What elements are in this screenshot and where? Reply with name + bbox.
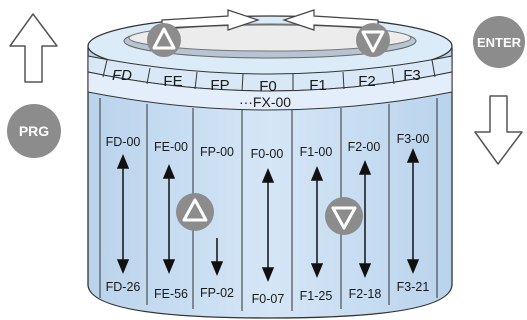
down-button-column[interactable] bbox=[325, 197, 363, 235]
column-bottom-label: F0-07 bbox=[252, 292, 285, 306]
column-top-label: FD-00 bbox=[106, 135, 141, 149]
up-arrow-icon bbox=[9, 13, 58, 83]
triangle-down-icon bbox=[361, 30, 385, 53]
group-label-f0: F0 bbox=[259, 78, 277, 95]
column-bottom-label: FD-26 bbox=[106, 280, 141, 294]
column-top-label: FP-00 bbox=[200, 145, 234, 159]
enter-key[interactable]: ENTER bbox=[473, 16, 525, 68]
column-bottom-label: F2-18 bbox=[349, 287, 382, 301]
group-label-fd: FD bbox=[112, 67, 132, 84]
column-arrows bbox=[116, 148, 420, 282]
group-label-f1: F1 bbox=[309, 77, 327, 94]
down-button-top[interactable] bbox=[356, 23, 390, 57]
group-label-fp: FP bbox=[210, 77, 229, 94]
column-top-label: F1-00 bbox=[300, 145, 333, 159]
prg-key[interactable]: PRG bbox=[7, 104, 61, 158]
column-bottom-label: FP-02 bbox=[200, 286, 234, 300]
drum-body bbox=[87, 47, 453, 319]
prg-key-label: PRG bbox=[19, 123, 49, 139]
column-top-label: F3-00 bbox=[397, 132, 430, 146]
group-label-fe: FE bbox=[163, 73, 182, 90]
column-top-label: F2-00 bbox=[348, 140, 381, 154]
down-arrow-icon bbox=[474, 95, 523, 165]
column-top-label: F0-00 bbox=[251, 147, 284, 161]
triangle-up-icon bbox=[152, 27, 176, 50]
up-button-top[interactable] bbox=[147, 23, 181, 57]
column-dividers bbox=[99, 59, 438, 311]
column-bottom-label: FE-56 bbox=[154, 287, 188, 301]
group-label-f3: F3 bbox=[403, 67, 421, 84]
triangle-down-icon bbox=[331, 206, 357, 230]
group-label-f2: F2 bbox=[358, 73, 376, 90]
column-bottom-label: F1-25 bbox=[300, 289, 333, 303]
subheader-band bbox=[87, 71, 453, 111]
subheader-label: ···FX-00 bbox=[239, 94, 291, 110]
triangle-up-icon bbox=[182, 198, 208, 222]
up-button-column[interactable] bbox=[176, 193, 214, 231]
enter-key-label: ENTER bbox=[477, 35, 522, 50]
column-top-label: FE-00 bbox=[154, 140, 188, 154]
column-bottom-label: F3-21 bbox=[397, 280, 430, 294]
